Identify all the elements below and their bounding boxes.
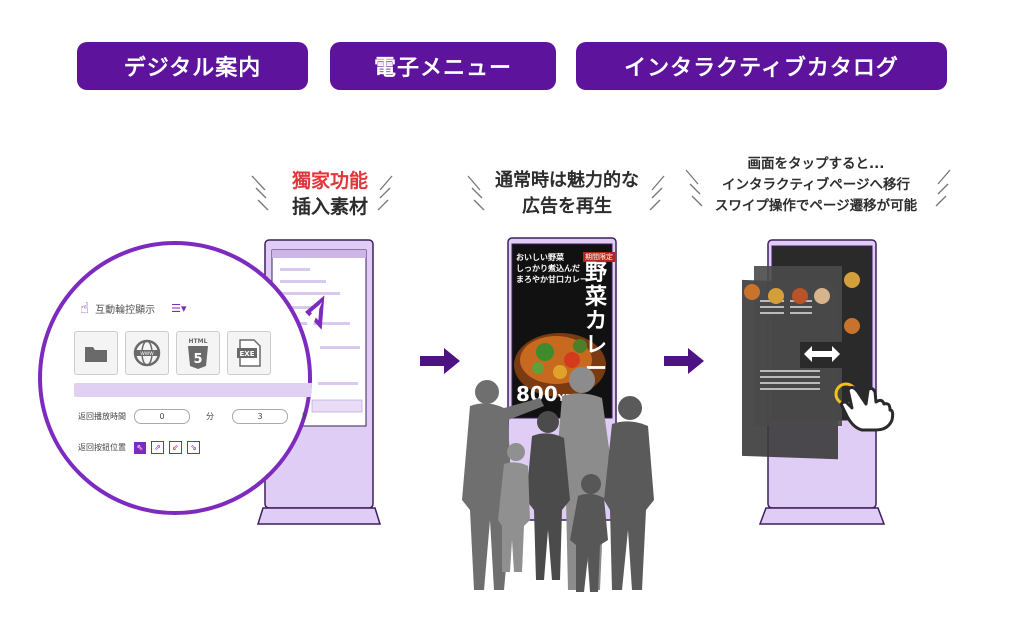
interval-row: 返回播放時間 0 分 3 秒 <box>78 409 310 424</box>
caption-right-line2: インタラクティブページへ移行 <box>722 177 910 193</box>
zoom-panel: ☝ 互動輪控顯示 ☰▾ WWW HTML 5 EXE 返回播放時間 0 分 3 秒… <box>42 243 312 513</box>
poster-sub: おいしい野菜 しっかり煮込んだ まろやか甘口カレー <box>516 252 588 285</box>
caption-right-line3: スワイプ操作でページ遷移が可能 <box>714 198 918 214</box>
minute-unit: 分 <box>206 412 214 421</box>
minute-input[interactable]: 0 <box>134 409 190 424</box>
hand-pointer-icon: ☝ <box>80 299 90 317</box>
tab-e-menu[interactable]: 電子メニュー <box>330 42 556 90</box>
folder-icon[interactable] <box>74 331 118 375</box>
panel-title: 互動輪控顯示 <box>95 304 156 316</box>
caption-mid: 通常時は魅力的な 広告を再生 <box>482 168 652 220</box>
second-unit: 秒 <box>302 412 310 421</box>
file-type-icons: WWW HTML 5 EXE <box>74 331 271 375</box>
pos-top-left-button[interactable]: ⇖ <box>134 441 146 454</box>
pos-bottom-left-button[interactable]: ⇙ <box>169 441 182 454</box>
html5-icon-label: HTML <box>189 338 208 345</box>
caption-left-line2: 插入素材 <box>291 196 368 218</box>
poster-sub-2: しっかり煮込んだ <box>516 264 580 273</box>
tap-hand-icon <box>840 385 895 432</box>
html5-icon[interactable]: HTML 5 <box>176 331 220 375</box>
exe-icon-label: EXE <box>240 350 255 358</box>
caption-left: 獨家功能 插入素材 <box>270 168 390 220</box>
poster-tag: 期間限定 <box>583 252 615 262</box>
second-input[interactable]: 3 <box>232 409 288 424</box>
pos-top-right-button[interactable]: ⇗ <box>151 441 164 454</box>
position-label: 返回按鈕位置 <box>78 443 126 452</box>
menu-dropdown-icon[interactable]: ☰▾ <box>171 301 187 315</box>
position-row: 返回按鈕位置 ⇖ ⇗ ⇙ ⇘ <box>78 441 200 454</box>
caption-right: 画面をタップすると... インタラクティブページへ移行 スワイプ操作でページ遷移… <box>700 154 932 217</box>
panel-title-row: ☝ 互動輪控顯示 ☰▾ <box>80 299 187 317</box>
interval-label: 返回播放時間 <box>78 412 126 421</box>
caption-left-line1: 獨家功能 <box>291 170 368 192</box>
exe-icon[interactable]: EXE <box>227 331 271 375</box>
tab-digital-guide[interactable]: デジタル案内 <box>77 42 308 90</box>
web-icon[interactable]: WWW <box>125 331 169 375</box>
poster-sub-3: まろやか甘口カレー <box>516 275 588 284</box>
tab-interactive-catalog[interactable]: インタラクティブカタログ <box>576 42 947 90</box>
poster-sub-1: おいしい野菜 <box>516 253 564 262</box>
pos-bottom-right-button[interactable]: ⇘ <box>187 441 200 454</box>
progress-bar <box>74 383 312 397</box>
caption-right-line1: 画面をタップすると... <box>747 156 885 172</box>
web-icon-label: WWW <box>140 351 154 357</box>
caption-mid-line1: 通常時は魅力的な <box>495 170 639 191</box>
caption-mid-line2: 広告を再生 <box>522 196 612 217</box>
svg-text:5: 5 <box>193 352 202 367</box>
